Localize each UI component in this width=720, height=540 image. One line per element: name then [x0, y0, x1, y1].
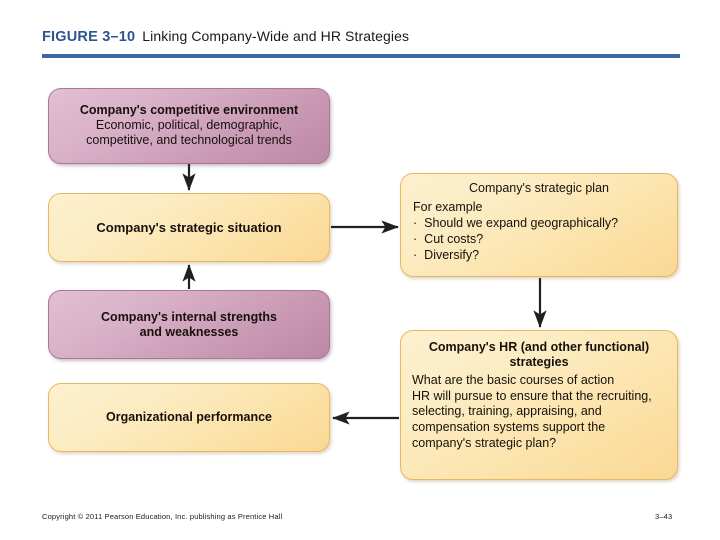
box-internal-strengths-line2: and weaknesses: [139, 324, 239, 339]
hr-body-line: selecting, training, appraising, and: [412, 404, 602, 419]
box-strategic-plan-list: For example · Should we expand geographic…: [413, 199, 677, 263]
figure-label: FIGURE 3–10: [42, 29, 136, 45]
box-strategic-plan-title: Company's strategic plan: [469, 181, 609, 195]
page-number: 3–43: [655, 512, 673, 521]
box-internal-strengths[interactable]: Company's internal strengths and weaknes…: [48, 290, 330, 359]
header-divider: [42, 54, 680, 58]
copyright-notice: Copyright © 2011 Pearson Education, Inc.…: [42, 512, 283, 521]
box-competitive-environment[interactable]: Company's competitive environment Econom…: [48, 88, 330, 164]
box-competitive-environment-line3: competitive, and technological trends: [86, 132, 292, 147]
box-strategic-situation-title: Company's strategic situation: [96, 219, 282, 235]
bullet-glyph-icon: ·: [413, 247, 418, 262]
box-hr-strategies[interactable]: Company's HR (and other functional) stra…: [400, 330, 678, 480]
box-hr-strategies-line2: strategies: [509, 354, 569, 369]
list-item-label: Diversify?: [424, 247, 480, 262]
hr-body-line: HR will pursue to ensure that the recrui…: [412, 388, 652, 403]
box-competitive-environment-title: Company's competitive environment: [79, 103, 299, 118]
bullet-glyph-icon: ·: [413, 215, 418, 230]
box-organizational-performance[interactable]: Organizational performance: [48, 383, 330, 452]
list-item-label: Cut costs?: [424, 231, 484, 246]
figure-title: Linking Company-Wide and HR Strategies: [142, 28, 410, 44]
list-item: · Diversify?: [413, 247, 677, 263]
box-hr-strategies-body: What are the basic courses of action HR …: [412, 373, 677, 451]
box-strategic-plan[interactable]: Company's strategic plan For example · Sh…: [400, 173, 678, 277]
list-item-label: Should we expand geographically?: [424, 215, 619, 230]
hr-body-line: company's strategic plan?: [412, 435, 557, 450]
box-organizational-performance-title: Organizational performance: [105, 410, 272, 425]
box-hr-strategies-line1: Company's HR (and other functional): [428, 340, 650, 354]
hr-body-line: compensation systems support the: [412, 419, 606, 434]
box-strategic-plan-lead: For example: [413, 199, 483, 214]
bullet-glyph-icon: ·: [413, 231, 418, 246]
page-title: FIGURE 3–10 Linking Company-Wide and HR S…: [42, 28, 682, 50]
list-item: · Cut costs?: [413, 231, 677, 247]
box-internal-strengths-line1: Company's internal strengths: [101, 310, 277, 324]
list-item: · Should we expand geographically?: [413, 215, 677, 231]
box-competitive-environment-line2: Economic, political, demographic,: [95, 117, 283, 132]
box-strategic-situation[interactable]: Company's strategic situation: [48, 193, 330, 262]
hr-body-line: What are the basic courses of action: [412, 373, 615, 387]
